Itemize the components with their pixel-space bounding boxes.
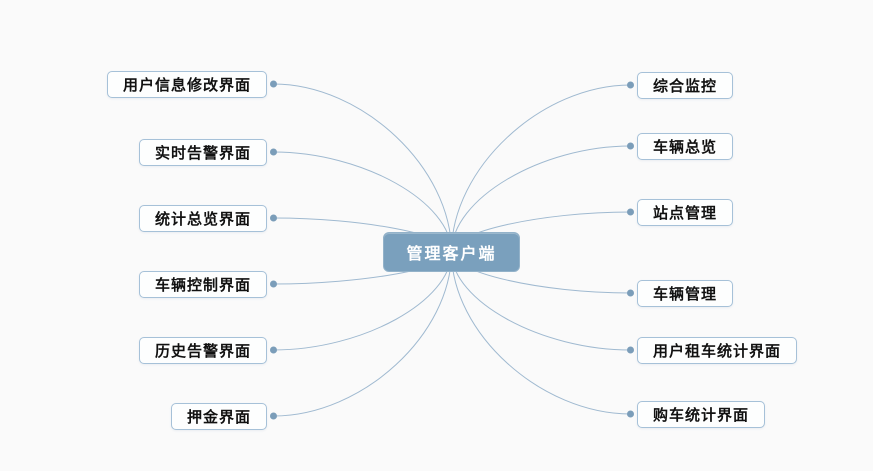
node-label: 用户租车统计界面: [653, 342, 782, 360]
connector-curve: [451, 251, 631, 415]
connector-dot: [270, 280, 277, 288]
node-label: 车辆控制界面: [154, 276, 251, 294]
connector-dot: [627, 410, 634, 418]
node-label: 综合监控: [653, 77, 718, 95]
mindmap-node-right-4[interactable]: 车辆管理: [637, 279, 734, 307]
connector-dot: [270, 412, 277, 420]
mindmap-node-right-5[interactable]: 用户租车统计界面: [637, 336, 798, 364]
node-label: 押金界面: [186, 408, 251, 426]
mindmap-node-right-6[interactable]: 购车统计界面: [637, 400, 766, 428]
mindmap-node-left-1[interactable]: 用户信息修改界面: [106, 70, 267, 98]
node-label: 车辆总览: [653, 138, 718, 156]
connector-dot: [270, 214, 277, 222]
center-node[interactable]: 管理客户端: [383, 232, 520, 272]
connector-dot: [627, 208, 634, 216]
mindmap-node-right-1[interactable]: 综合监控: [637, 71, 734, 99]
mindmap-node-left-2[interactable]: 实时告警界面: [138, 138, 267, 166]
connector-curve: [273, 251, 452, 417]
mindmap-node-left-6[interactable]: 押金界面: [170, 402, 267, 430]
connector-dot: [270, 148, 277, 156]
connector-dot: [627, 142, 634, 150]
connector-dot: [627, 289, 634, 297]
center-node-label: 管理客户端: [406, 246, 497, 263]
mindmap-node-left-4[interactable]: 车辆控制界面: [138, 270, 267, 298]
node-label: 车辆管理: [653, 285, 718, 303]
connector-dot: [270, 346, 277, 354]
mindmap-node-left-5[interactable]: 历史告警界面: [138, 336, 267, 364]
mindmap-node-left-3[interactable]: 统计总览界面: [138, 204, 267, 232]
connector-curve: [273, 83, 452, 253]
connector-dot: [270, 80, 277, 88]
node-label: 购车统计界面: [653, 406, 750, 424]
connector-dot: [627, 81, 634, 89]
node-label: 统计总览界面: [154, 210, 251, 228]
mindmap-node-right-3[interactable]: 站点管理: [637, 198, 734, 226]
node-label: 站点管理: [653, 204, 718, 222]
node-label: 实时告警界面: [154, 144, 251, 162]
mindmap-node-right-2[interactable]: 车辆总览: [637, 132, 734, 160]
node-label: 历史告警界面: [154, 342, 251, 360]
connector-dot: [627, 346, 634, 354]
connector-curve: [451, 84, 631, 253]
node-label: 用户信息修改界面: [122, 76, 251, 94]
